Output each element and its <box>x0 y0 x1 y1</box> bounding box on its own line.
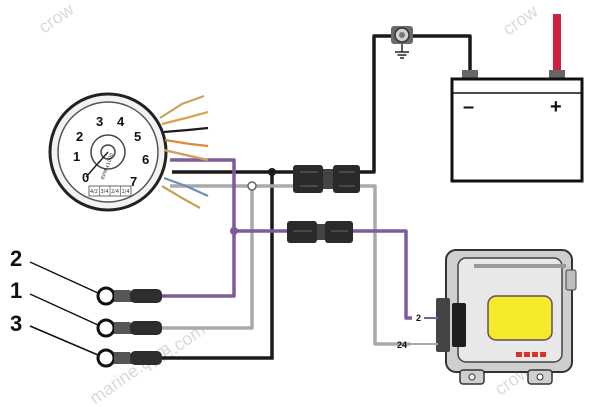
callout-leader-3 <box>29 325 99 356</box>
ecu-pin-label-24: 24 <box>397 340 407 350</box>
ground-terminal <box>391 26 413 59</box>
watermark-top-left: crow <box>35 0 78 37</box>
switch-label-3: 2/4 <box>111 189 119 195</box>
switch-label-4: 1/4 <box>122 189 130 195</box>
black-ground-wire <box>358 34 472 174</box>
battery: – + <box>450 70 584 183</box>
junction-dot-black <box>268 168 276 176</box>
gauge-rear-leads <box>159 94 209 209</box>
gauge-number-5: 5 <box>134 129 141 144</box>
black-signal-wire <box>160 170 300 360</box>
lower-connector <box>287 221 353 243</box>
gauge-number-1: 1 <box>73 149 80 164</box>
switch-label-2: 3/4 <box>101 189 109 195</box>
callout-leader-2 <box>29 261 99 294</box>
junction-dot-grey <box>247 181 257 191</box>
gauge-switch-block: 4/2 3/4 2/4 1/4 <box>88 185 132 197</box>
gauge-number-3: 3 <box>96 114 103 129</box>
watermark-bottom: marine.com <box>86 338 174 407</box>
gauge-needle <box>85 151 109 178</box>
junction-dot-purple <box>230 227 238 235</box>
engine-control-unit <box>436 249 577 385</box>
gauge-number-7: 7 <box>130 174 137 189</box>
sensor-3 <box>96 348 162 368</box>
gauge-number-4: 4 <box>117 114 125 129</box>
watermark-top-right: crow <box>499 1 542 40</box>
gauge-number-0: 0 <box>82 170 89 185</box>
callout-number-2: 2 <box>10 246 22 271</box>
gauge-number-2: 2 <box>76 129 83 144</box>
grey-wire-upper <box>160 184 410 346</box>
sensor-1 <box>96 318 162 338</box>
upper-connector <box>293 165 360 193</box>
sensor-2 <box>96 286 162 306</box>
switch-label-1: 4/2 <box>90 189 98 195</box>
callout-leader-1 <box>29 293 99 326</box>
battery-positive-lead <box>553 14 561 72</box>
tachometer-gauge: 1 2 3 4 5 6 7 0 RPM x1000 4/2 3/4 2/4 1/… <box>48 92 168 212</box>
callout-number-3: 3 <box>10 311 22 336</box>
battery-positive-sign: + <box>550 96 562 118</box>
gauge-number-6: 6 <box>142 152 149 167</box>
battery-negative-sign: – <box>463 96 474 118</box>
callout-number-1: 1 <box>10 278 22 303</box>
ecu-pin-label-2: 2 <box>416 313 421 323</box>
